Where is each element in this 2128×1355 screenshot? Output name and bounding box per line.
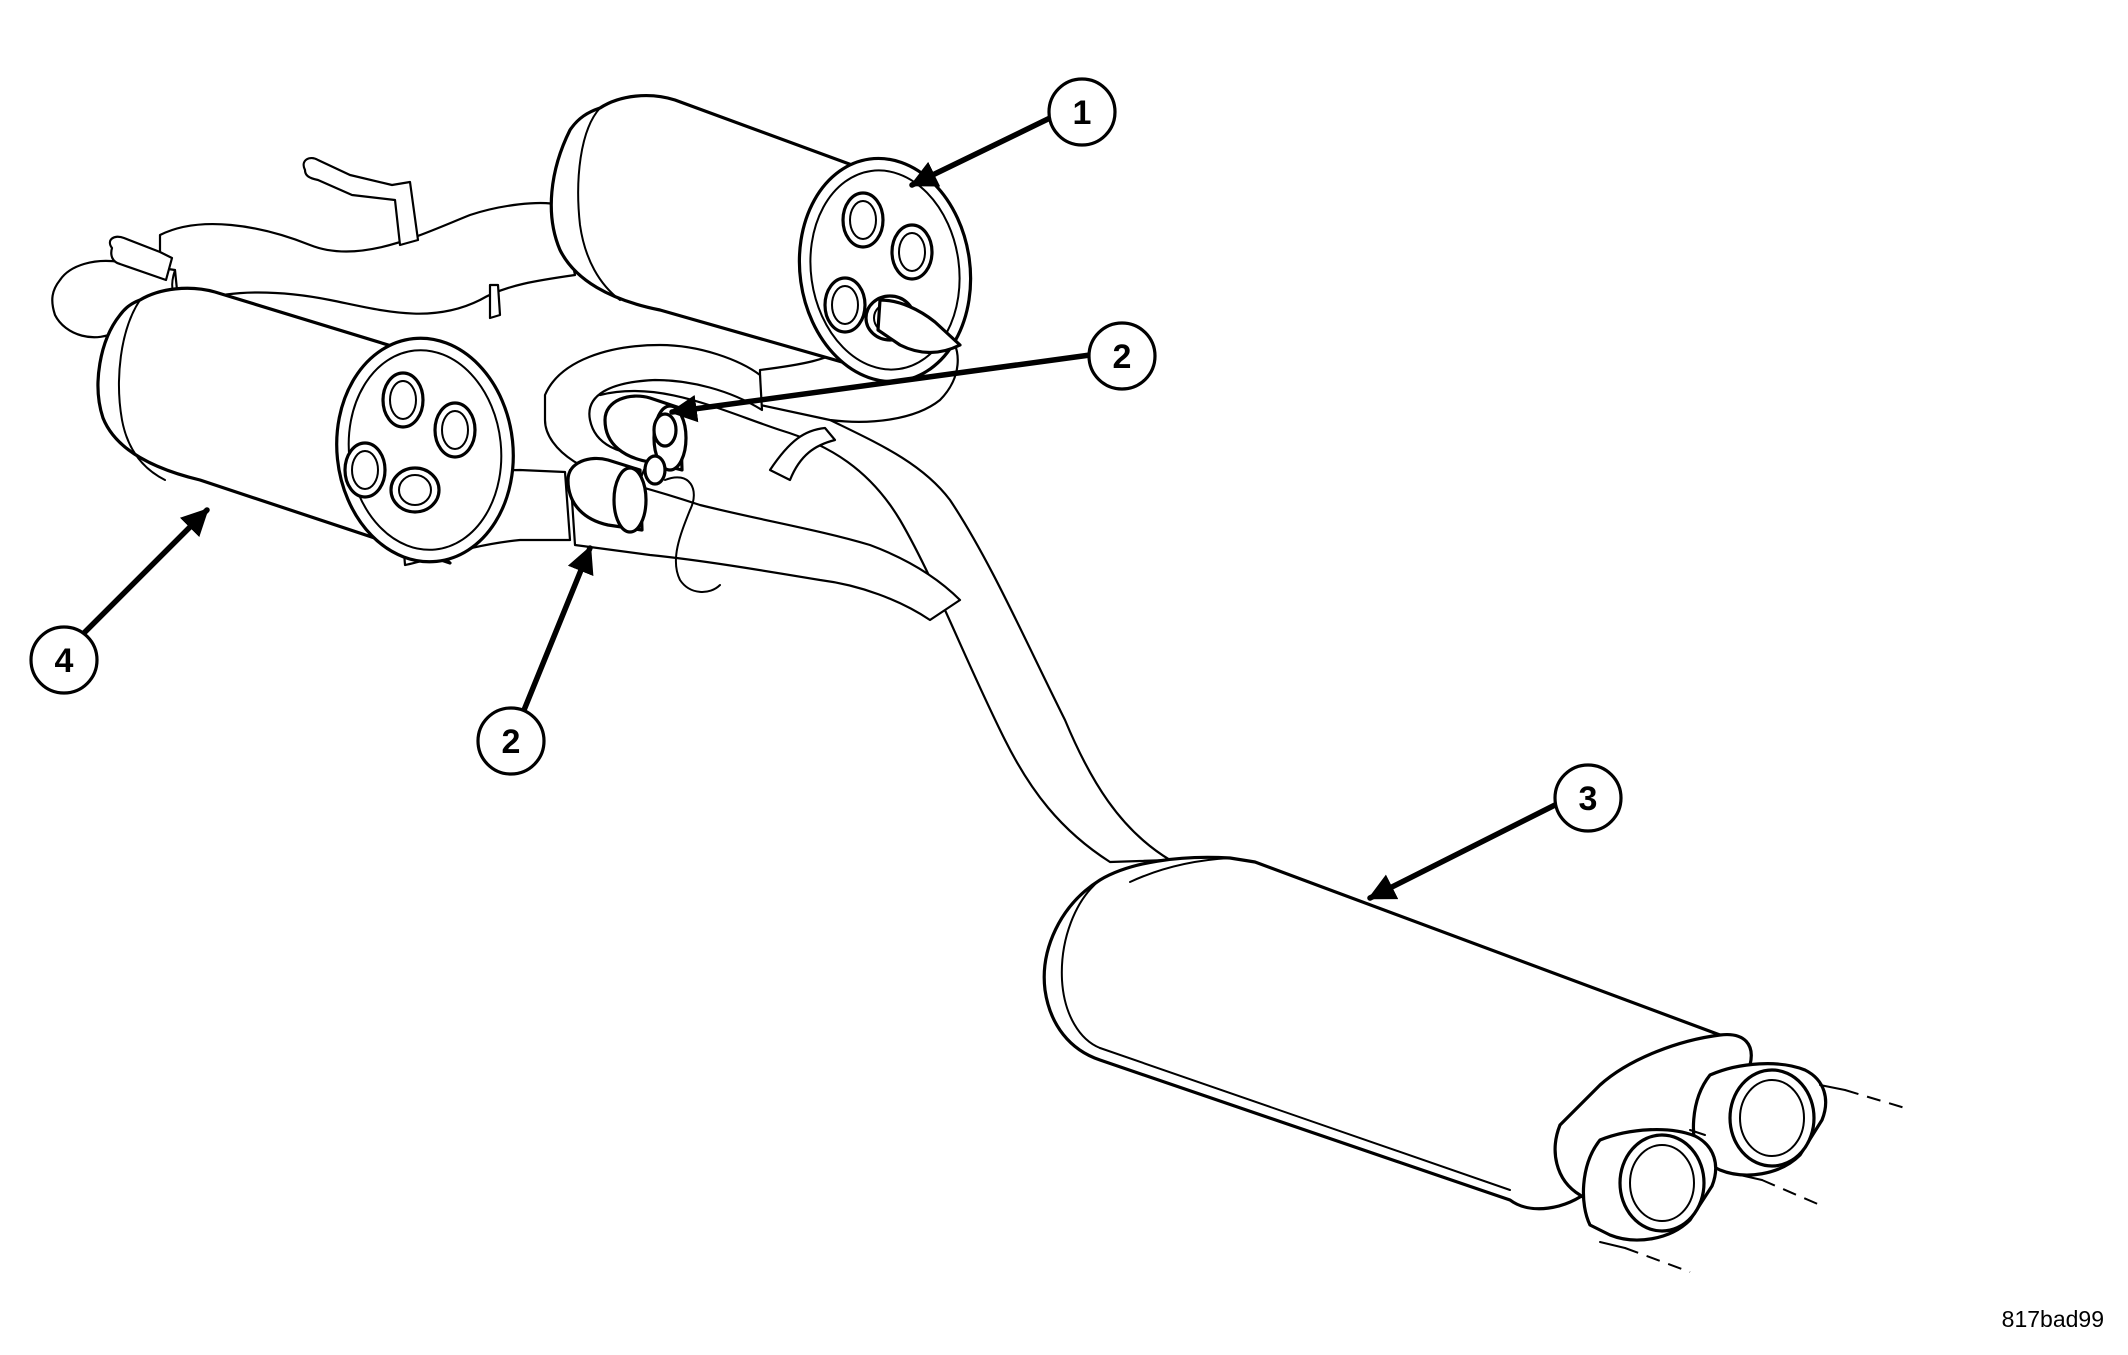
left-muffler <box>96 286 515 565</box>
callout-2-upper-label: 2 <box>1113 338 1132 376</box>
leader-arrow-3 <box>1367 802 1558 901</box>
pipe-clamps <box>566 394 688 534</box>
rear-hanger-wire <box>664 476 721 593</box>
sensor-stub <box>488 283 502 320</box>
inlet-tube-left <box>108 235 174 282</box>
callout-2-lower: 2 <box>476 706 546 776</box>
pipe-hanger <box>768 426 837 482</box>
callout-3: 3 <box>1553 763 1623 833</box>
upper-muffler <box>549 94 973 384</box>
callout-1-label: 1 <box>1073 94 1092 132</box>
leader-arrow-2-upper <box>669 352 1093 423</box>
upper-inlet-pipe <box>158 201 577 315</box>
leader-arrow-2-lower <box>519 545 594 718</box>
callout-1: 1 <box>1047 77 1117 147</box>
projection-line <box>1844 1089 1906 1109</box>
leader-arrows <box>79 115 1558 901</box>
leader-arrow-1 <box>909 115 1053 188</box>
callout-3-label: 3 <box>1579 780 1598 818</box>
callout-2-lower-label: 2 <box>502 723 521 761</box>
projection-line <box>1761 1179 1821 1206</box>
callout-4-label: 4 <box>55 642 74 680</box>
figure-id-label: 817bad99 <box>2001 1306 2104 1332</box>
lower-joint-pipe <box>568 468 962 622</box>
inlet-tube-top <box>302 156 420 247</box>
projection-line <box>1624 1247 1691 1273</box>
rear-muffler <box>1042 855 1906 1273</box>
callout-4: 4 <box>29 625 99 695</box>
left-inlet-pipe <box>51 259 180 339</box>
leader-arrow-4 <box>79 507 210 638</box>
callout-2-upper: 2 <box>1087 321 1157 391</box>
